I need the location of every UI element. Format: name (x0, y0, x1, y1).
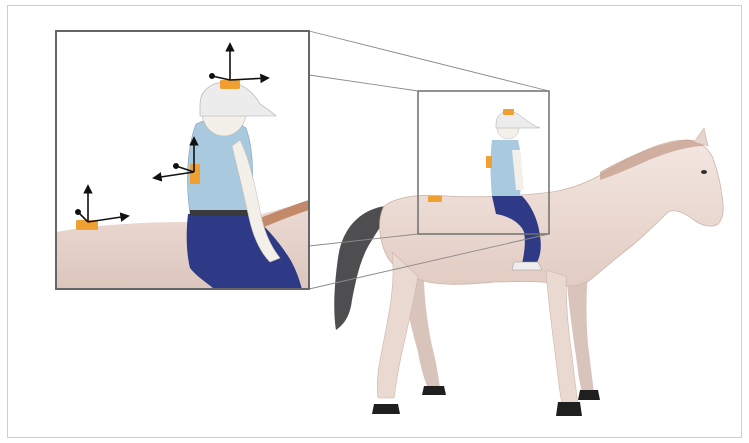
horse-body (380, 140, 724, 286)
inset-rider-belt (190, 210, 250, 216)
rider-small-shoe (512, 262, 542, 270)
horse-eye (701, 170, 707, 174)
horse-far-fore-hoof (578, 390, 600, 400)
rider-small-head-sensor (503, 109, 514, 115)
horse (334, 128, 723, 416)
rider-small-helmet (496, 111, 540, 128)
horse-back-sensor (428, 196, 442, 202)
rider-small-trunk-sensor (486, 156, 492, 168)
inset-head-sensor (220, 80, 240, 89)
inset-trunk-sensor (190, 164, 200, 184)
horse-near-hind-hoof (372, 404, 400, 414)
horse-far-hind-hoof (422, 386, 446, 395)
inset-view (56, 31, 309, 289)
horse-near-fore-hoof (556, 402, 582, 416)
